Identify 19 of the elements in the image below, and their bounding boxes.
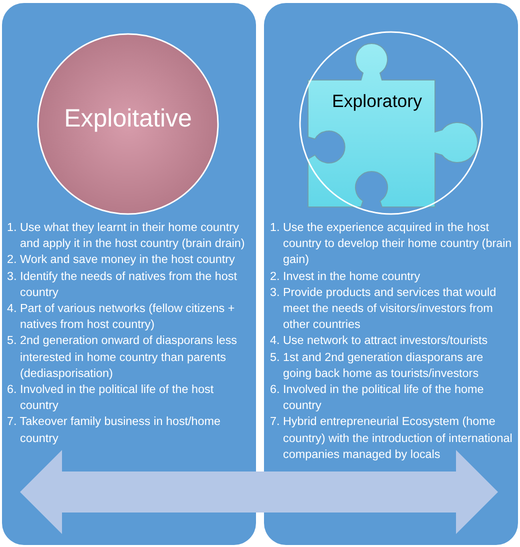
list-item: 4. Use network to attract investors/tourists (270, 333, 488, 350)
list-item: 5. 1st and 2nd generation diasporans are going back home as tourists/investors (270, 350, 484, 382)
list-item: 7. Hybrid entrepreneurial Ecosystem (home country) with the introduction of international companies managed by locals (270, 414, 514, 463)
list-item: 2. Invest in the home country (270, 268, 420, 285)
node-title: Exploitative (64, 105, 192, 133)
list-item: 6. Involved in the political life of the host country (7, 382, 215, 414)
list-item: 5. 2nd generation onward of diasporans less interested in home country than parents (dediasporisation) (7, 333, 238, 382)
double-arrow (20, 450, 498, 534)
panel (264, 3, 518, 545)
list-item: 3. Identify the needs of natives from the host country (7, 268, 238, 301)
list-item: 1. Use the experience acquired in the host country to develop their home country (brain gain) (270, 220, 513, 268)
node-title: Exploratory (332, 92, 422, 112)
list-item: 1. Use what they learnt in their home country and apply it in the host country (brain drain) (7, 220, 246, 252)
list-item: 7. Takeover family business in host/home country (7, 414, 222, 447)
list-item: 2. Work and save money in the host country (7, 252, 235, 268)
list-item: 4. Part of various networks (fellow citizens + natives from host country) (7, 301, 236, 334)
panel (2, 3, 256, 545)
list-item: 6. Involved in the political life of the home country (270, 382, 485, 414)
list-item: 3. Provide products and services that would meet the needs of visitors/investors from other countries (270, 284, 498, 334)
